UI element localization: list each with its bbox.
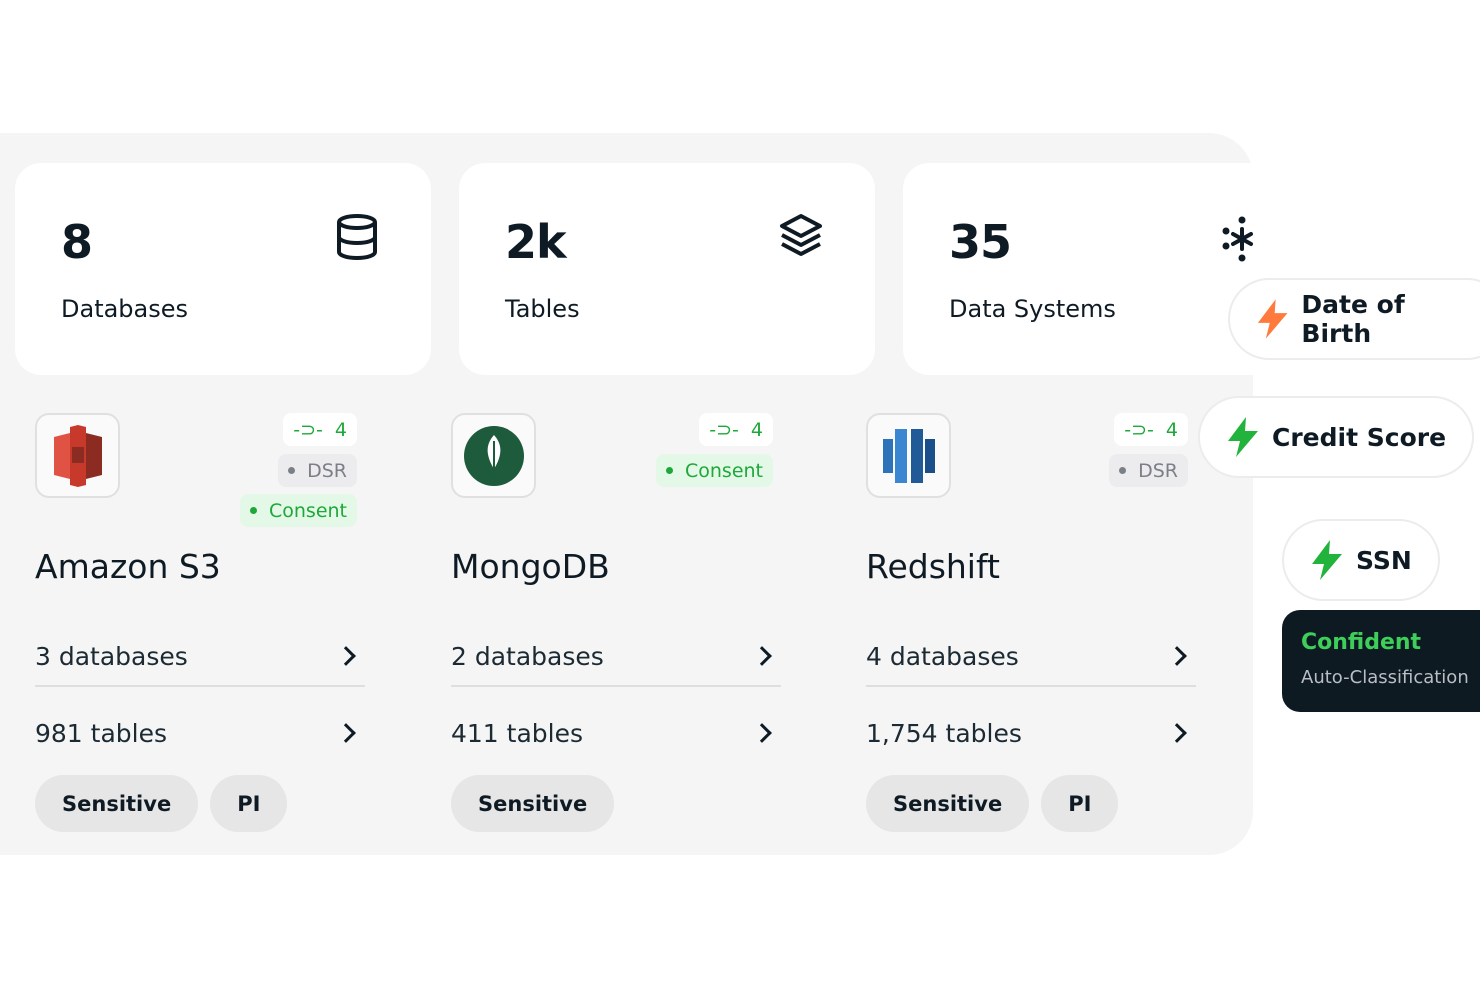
dot-icon (288, 467, 296, 474)
databases-link[interactable]: 3 databases (35, 627, 365, 687)
classification-pill-ssn[interactable]: SSN (1282, 519, 1440, 601)
tag-sensitive[interactable]: Sensitive (35, 775, 199, 832)
stat-value: 8 (61, 215, 93, 269)
confidence-subtitle: Auto-Classification (1301, 667, 1469, 688)
chevron-right-icon (752, 723, 772, 743)
stat-label: Databases (61, 295, 189, 323)
system-name: MongoDB (451, 547, 610, 586)
tag-sensitive[interactable]: Sensitive (866, 775, 1030, 832)
stat-label: Tables (505, 295, 580, 323)
confidence-title: Confident (1301, 630, 1422, 655)
consent-badge: Consent (239, 494, 357, 527)
amazon-s3-logo (35, 413, 120, 498)
system-card-mongodb: -⊃-4 Consent MongoDB 2 databases 411 tab… (451, 413, 783, 833)
lightning-icon (1228, 417, 1258, 457)
connections-badge: -⊃-4 (699, 413, 773, 446)
tag-sensitive[interactable]: Sensitive (451, 775, 615, 832)
tag-pi[interactable]: PI (210, 775, 288, 832)
mongodb-logo (451, 413, 536, 498)
tables-link[interactable]: 411 tables (451, 703, 781, 763)
data-overview-panel: 8 Databases 2k Tables 35 Data Systems -⊃… (0, 133, 1253, 855)
connection-icon: -⊃- (293, 418, 323, 441)
stat-label: Data Systems (949, 295, 1116, 323)
layers-icon (780, 214, 822, 256)
chevron-right-icon (336, 723, 356, 743)
system-name: Amazon S3 (35, 547, 221, 586)
connection-icon: -⊃- (1124, 418, 1154, 441)
dsr-badge: DSR (1109, 454, 1188, 487)
connections-badge: -⊃-4 (1114, 413, 1188, 446)
lightning-icon (1312, 540, 1342, 580)
chevron-right-icon (1167, 723, 1187, 743)
chevron-right-icon (336, 646, 356, 666)
lightning-icon (1257, 299, 1288, 339)
dot-icon (249, 507, 257, 514)
chevron-right-icon (1167, 646, 1187, 666)
tables-link[interactable]: 981 tables (35, 703, 365, 763)
asterisk-nodes-icon (1222, 216, 1253, 262)
connections-badge: -⊃-4 (283, 413, 357, 446)
dsr-badge: DSR (278, 454, 357, 487)
tag-pi[interactable]: PI (1041, 775, 1119, 832)
redshift-logo (866, 413, 951, 498)
system-card-redshift: -⊃-4 DSR Redshift 4 databases 1,754 tabl… (866, 413, 1198, 833)
stat-card-data-systems: 35 Data Systems (903, 163, 1253, 375)
connection-icon: -⊃- (709, 418, 739, 441)
databases-link[interactable]: 4 databases (866, 627, 1196, 687)
chevron-right-icon (752, 646, 772, 666)
classification-pill-credit-score[interactable]: Credit Score (1198, 396, 1475, 478)
stat-value: 2k (505, 215, 567, 269)
stat-card-databases: 8 Databases (15, 163, 431, 375)
tables-link[interactable]: 1,754 tables (866, 703, 1196, 763)
stat-value: 35 (949, 215, 1012, 269)
system-card-amazon-s3: -⊃-4 DSR Consent Amazon S3 3 databases 9… (35, 413, 367, 833)
stat-card-tables: 2k Tables (459, 163, 875, 375)
confidence-tooltip: Confident Auto-Classification (1282, 610, 1480, 712)
classification-pill-date-of-birth[interactable]: Date of Birth (1228, 278, 1480, 360)
database-icon (337, 214, 377, 261)
dot-icon (665, 467, 673, 474)
databases-link[interactable]: 2 databases (451, 627, 781, 687)
consent-badge: Consent (655, 454, 773, 487)
dot-icon (1119, 467, 1127, 474)
system-name: Redshift (866, 547, 1000, 586)
